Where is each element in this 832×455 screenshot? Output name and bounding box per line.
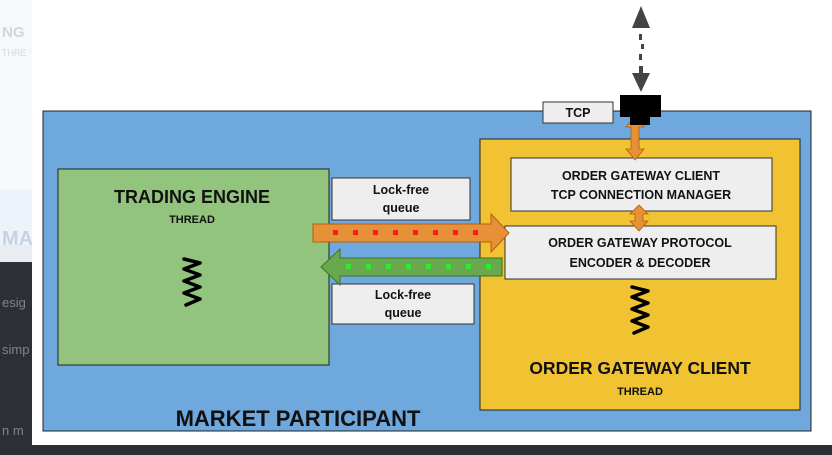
queue-bottom-line2: queue	[385, 306, 422, 320]
double-arrow-icon	[629, 204, 649, 232]
protocol-codec-box	[504, 225, 777, 280]
queue-top-line2: queue	[383, 201, 420, 215]
queue-top-label-box	[331, 177, 471, 221]
external-network-arrow	[632, 6, 650, 92]
background-section-heading: MA	[2, 228, 34, 250]
background-card-subtitle: THRE	[2, 48, 27, 58]
queue-slot-dots	[346, 264, 491, 269]
queue-top-line1: Lock-free	[373, 183, 429, 197]
incoming-queue-arrow	[320, 247, 503, 287]
thread-spring-icon	[630, 285, 650, 335]
tcp-connection-manager-box	[510, 157, 773, 212]
outgoing-queue-arrow	[312, 212, 510, 254]
thread-spring-icon	[182, 257, 202, 307]
queue-slot-dots	[333, 230, 478, 235]
connection-manager-line2: TCP CONNECTION MANAGER	[551, 188, 731, 202]
gateway-client-subtitle: THREAD	[617, 386, 663, 398]
tcp-label-box	[542, 101, 614, 124]
gateway-client-title: ORDER GATEWAY CLIENT	[529, 358, 751, 378]
protocol-codec-line2: ENCODER & DECODER	[570, 256, 711, 270]
connection-manager-line1: ORDER GATEWAY CLIENT	[562, 169, 720, 183]
double-arrow-icon	[625, 115, 645, 161]
trading-engine-subtitle: THREAD	[169, 214, 215, 226]
trading-engine-title: TRADING ENGINE	[114, 187, 270, 207]
queue-bottom-line1: Lock-free	[375, 288, 431, 302]
market-participant-title: MARKET PARTICIPANT	[176, 406, 421, 431]
architecture-diagram: TRADING ENGINE THREAD ORDER GATEWAY CLIE…	[32, 0, 832, 445]
background-text-line: esig	[2, 295, 26, 310]
tcp-label: TCP	[566, 106, 591, 120]
protocol-codec-line1: ORDER GATEWAY PROTOCOL	[548, 236, 732, 250]
background-text-line: n m	[2, 423, 24, 438]
network-connector-icon	[620, 95, 661, 125]
queue-bottom-label-box	[331, 283, 475, 325]
diagram-canvas: TRADING ENGINE THREAD ORDER GATEWAY CLIE…	[42, 6, 812, 432]
background-card-title: NG	[2, 24, 25, 41]
background-text-line: simp	[2, 342, 30, 357]
